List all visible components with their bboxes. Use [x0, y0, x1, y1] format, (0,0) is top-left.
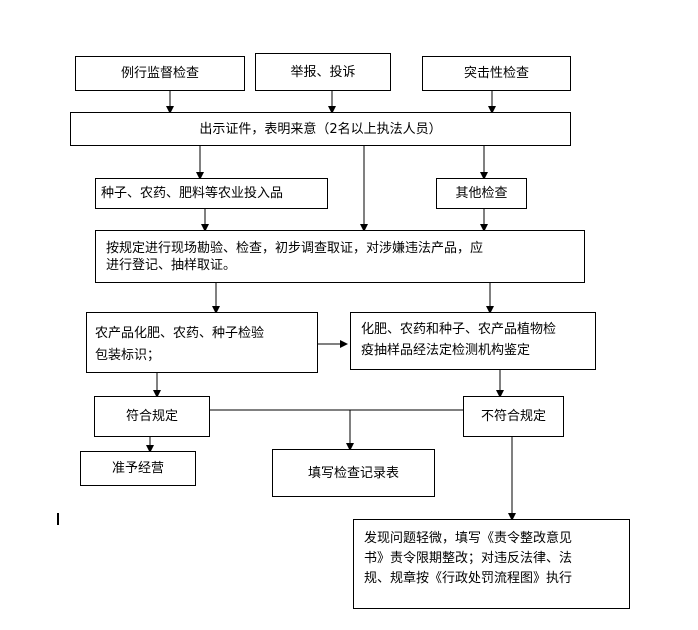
- minor-issue-line-3: 规、规章按《行政处罚流程图》执行: [364, 571, 573, 586]
- node-label-check: 农产品化肥、农药、种子检验 包装标识；: [86, 312, 318, 373]
- node-compliant: 符合规定: [94, 396, 210, 437]
- label-check-line-1: 农产品化肥、农药、种子检验: [95, 326, 265, 341]
- lab-test-line-1: 化肥、农药和种子、农产品植物检: [361, 322, 557, 337]
- text-cursor: [57, 513, 59, 525]
- node-agri-inputs: 种子、农药、肥料等农业投入品: [95, 178, 328, 209]
- minor-issue-line-2: 书》责令限期整改；对违反法律、法: [364, 551, 573, 566]
- node-onsite-inspection: 按规定进行现场勘验、检查，初步调查取证，对涉嫌违法产品，应 进行登记、抽样取证。: [95, 230, 585, 283]
- node-show-id: 出示证件，表明来意（2名以上执法人员）: [70, 112, 571, 146]
- label-check-line-2: 包装标识；: [95, 348, 161, 363]
- node-fill-record: 填写检查记录表: [272, 449, 435, 497]
- node-noncompliant: 不符合规定: [463, 396, 564, 437]
- minor-issue-line-1: 发现问题轻微，填写《责令整改意见: [364, 531, 573, 546]
- node-surprise-inspection: 突击性检查: [422, 56, 571, 91]
- onsite-line-2: 进行登记、抽样取证。: [106, 258, 237, 273]
- node-minor-issue: 发现问题轻微，填写《责令整改意见 书》责令限期整改；对违反法律、法 规、规章按《…: [353, 519, 630, 609]
- node-lab-test: 化肥、农药和种子、农产品植物检 疫抽样品经法定检测机构鉴定: [350, 312, 596, 370]
- node-other-check: 其他检查: [436, 178, 527, 209]
- node-allow-business: 准予经营: [80, 451, 196, 486]
- onsite-line-1: 按规定进行现场勘验、检查，初步调查取证，对涉嫌违法产品，应: [106, 241, 484, 256]
- node-report-complaint: 举报、投诉: [255, 53, 391, 91]
- node-routine-inspection: 例行监督检查: [75, 56, 245, 91]
- lab-test-line-2: 疫抽样品经法定检测机构鉴定: [361, 343, 531, 358]
